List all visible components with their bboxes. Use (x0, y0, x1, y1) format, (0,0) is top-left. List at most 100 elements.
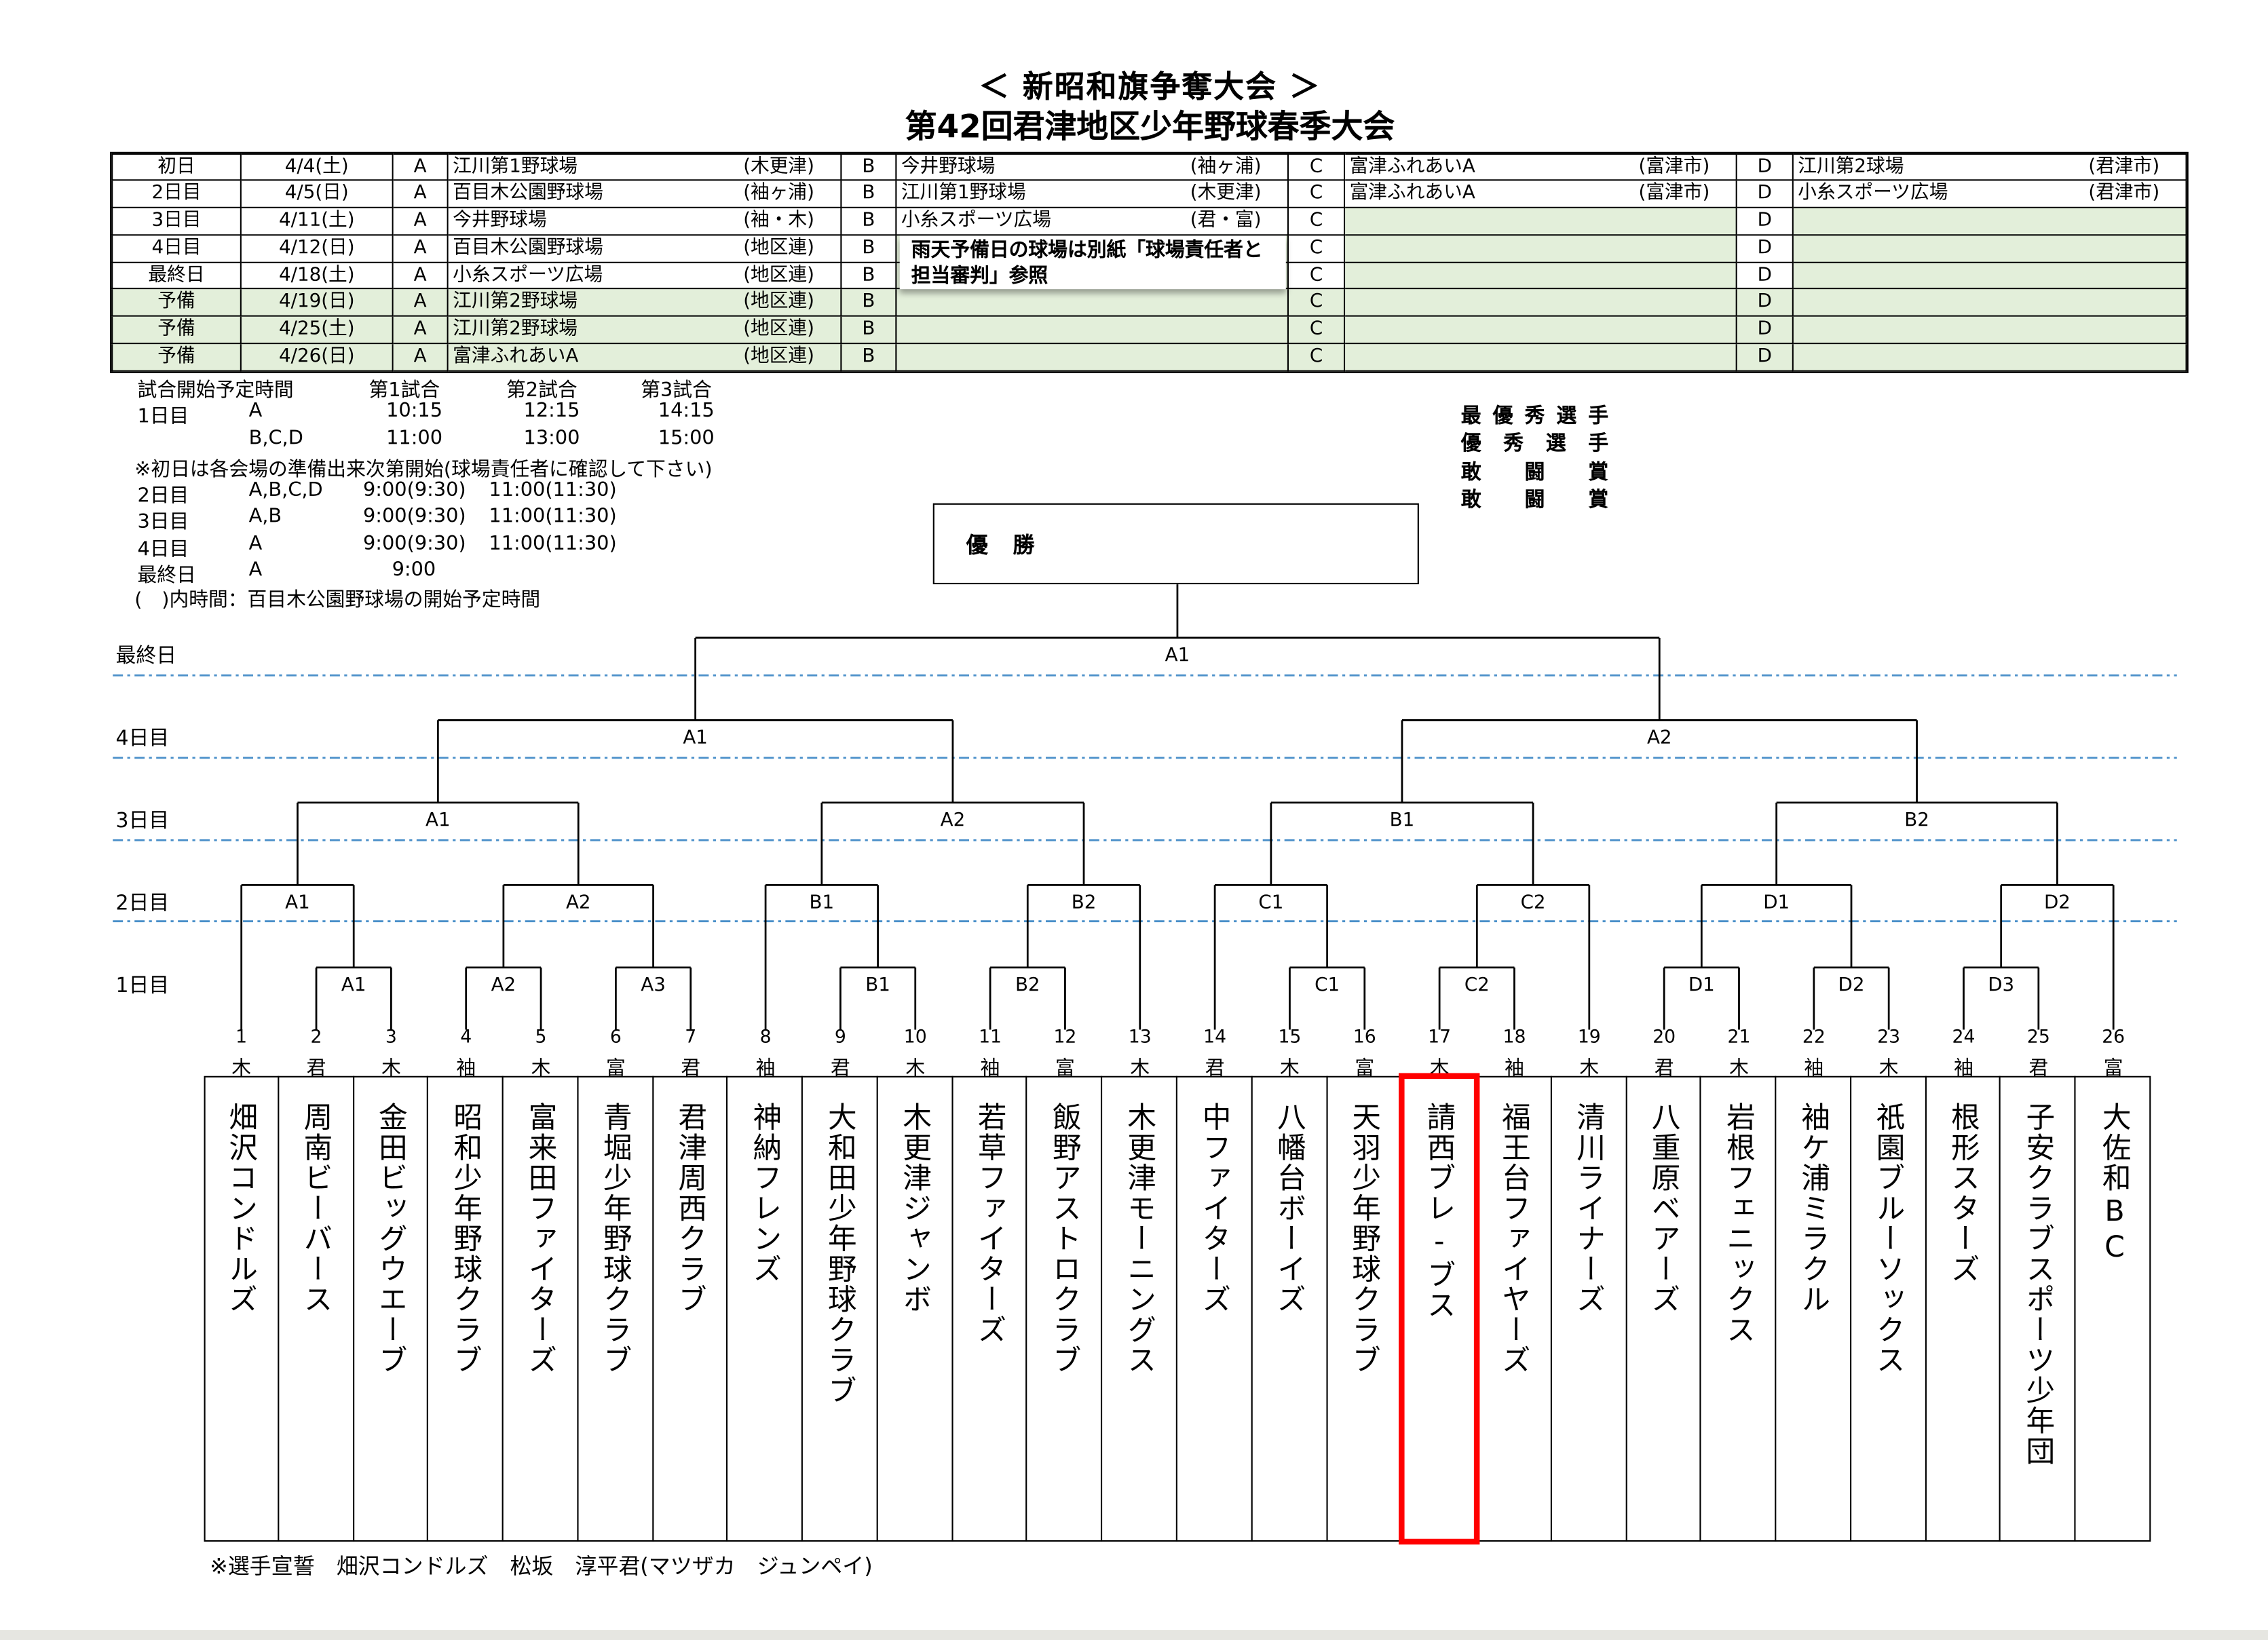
team-column[interactable]: 飯野アストロクラブ (1027, 1075, 1103, 1542)
team-column[interactable]: 清川ライナーズ (1552, 1075, 1627, 1542)
court-letter: B (842, 290, 897, 318)
team-name: 祇園ブルーソックス (1871, 1102, 1906, 1375)
team-column[interactable]: 岩根フェニックス (1701, 1075, 1777, 1542)
venue-row-day: 3日目 (111, 208, 242, 235)
team-column[interactable]: 中ファイターズ (1177, 1075, 1253, 1542)
team-name: 金田ビッグウエーブ (373, 1102, 409, 1375)
team-number: 24 (1952, 1025, 1976, 1048)
court-letter: B (842, 180, 897, 208)
court-letter: D (1737, 153, 1794, 181)
schedule-time: 9:00(9:30) (362, 532, 466, 556)
team-column[interactable]: 青堀少年野球クラブ (578, 1075, 654, 1542)
team-column[interactable]: 大和田少年野球クラブ (803, 1075, 878, 1542)
team-column[interactable]: 木更津ジャンボ (878, 1075, 953, 1542)
team-column[interactable]: 神納フレンズ (728, 1075, 804, 1542)
venue-cell: 百目木公園野球場(袖ヶ浦) (448, 180, 842, 208)
venue-cell (896, 317, 1289, 345)
court-letter: A (393, 208, 449, 235)
team-column[interactable]: 周南ビーバース (279, 1075, 354, 1542)
team-column[interactable]: 昭和少年野球クラブ (429, 1075, 504, 1542)
day-label-day2: 2日目 (115, 892, 170, 916)
team-region: 富 (605, 1057, 626, 1081)
team-column[interactable]: 袖ケ浦ミラクル (1777, 1075, 1851, 1542)
award-mvp: 最優秀選手 (1460, 404, 1610, 428)
team-column[interactable]: 福王台ファイヤーズ (1477, 1075, 1552, 1542)
team-column[interactable]: 木更津モーニングス (1103, 1075, 1177, 1542)
team-column[interactable]: 子安クラブスポーツ少年団 (2001, 1075, 2076, 1542)
team-number: 1 (235, 1025, 248, 1048)
award-outstanding: 優秀選手 (1460, 432, 1610, 456)
team-region: 君 (306, 1057, 326, 1081)
venue-name: 小糸スポーツ広場 (901, 209, 1051, 231)
team-region: 富 (1055, 1057, 1075, 1081)
team-name: 飯野アストロクラブ (1047, 1102, 1082, 1375)
venue-name: 江川第2野球場 (453, 318, 578, 341)
venue-row-day: 最終日 (111, 262, 242, 290)
court-letter: D (1737, 290, 1794, 318)
rain-note: 雨天予備日の球場は別紙「球場責任者と担当審判」参照 (899, 235, 1286, 290)
venue-name: 江川第2野球場 (453, 291, 578, 313)
venue-cell: 小糸スポーツ広場(君・富) (896, 208, 1289, 235)
team-column[interactable]: 大佐和BC (2076, 1076, 2151, 1542)
team-column[interactable]: 根形スターズ (1926, 1075, 2001, 1542)
team-column[interactable]: 若草ファイターズ (953, 1075, 1028, 1542)
team-column[interactable]: 八幡台ボーイズ (1252, 1075, 1327, 1542)
team-number: 11 (979, 1025, 1002, 1048)
team-region: 袖 (755, 1057, 776, 1081)
team-region: 君 (1205, 1057, 1225, 1081)
team-column[interactable]: 祇園ブルーソックス (1851, 1075, 1927, 1542)
court-letter: B (842, 235, 897, 263)
venue-area: (木更津) (743, 156, 814, 178)
venue-row-date: 4/26(日) (241, 344, 394, 372)
team-region: 木 (1579, 1057, 1600, 1081)
schedule-note: ( )内時間：百目木公園野球場の開始予定時間 (134, 588, 541, 612)
schedule-time: 15:00 (658, 426, 715, 450)
venue-cell (896, 290, 1289, 318)
team-name: 清川ライナーズ (1571, 1102, 1607, 1315)
court-letter: B (842, 208, 897, 235)
team-column[interactable]: 金田ビッグウエーブ (354, 1075, 429, 1542)
venue-cell (1345, 262, 1737, 290)
court-letter: A (393, 153, 449, 181)
team-region: 木 (381, 1057, 401, 1081)
venue-table-border (109, 151, 2189, 373)
team-number: 26 (2102, 1025, 2125, 1048)
team-column[interactable]: 八重原ベアーズ (1627, 1075, 1702, 1542)
venue-cell: 百目木公園野球場(地区連) (448, 235, 842, 263)
schedule-time: 12:15 (523, 399, 580, 423)
tournament-title: 第42回君津地区少年野球春季大会 (905, 109, 1395, 147)
day-label-day1: 1日目 (115, 974, 170, 998)
venue-cell (1793, 208, 2187, 235)
venue-cell (1793, 290, 2187, 318)
court-letter: D (1737, 344, 1794, 372)
team-number: 6 (609, 1025, 622, 1048)
venue-area: (君津市) (2088, 182, 2160, 204)
venue-cell (1345, 290, 1737, 318)
team-column[interactable]: 君津周西クラブ (654, 1075, 728, 1542)
venue-area: (袖ヶ浦) (1190, 156, 1262, 178)
venue-cell (1345, 317, 1737, 345)
schedule-time: 9:00(9:30) (362, 504, 466, 528)
team-number: 22 (1802, 1025, 1826, 1048)
court-letter: C (1289, 262, 1346, 290)
team-number: 12 (1053, 1025, 1077, 1048)
match-label: C1 (1258, 891, 1283, 913)
award-fighting-spirit: 敢闘賞 (1460, 461, 1610, 485)
team-region: 君 (2028, 1057, 2049, 1081)
team-column[interactable]: 富来田ファイターズ (504, 1075, 579, 1542)
schedule-courts: A (248, 532, 263, 556)
team-name: 根形スターズ (1946, 1102, 1981, 1284)
team-region: 君 (1654, 1057, 1674, 1081)
team-number: 18 (1502, 1025, 1526, 1048)
team-column[interactable]: 畑沢コンドルズ (204, 1075, 279, 1542)
venue-cell: 今井野球場(袖ヶ浦) (896, 153, 1289, 181)
schedule-day: 最終日 (137, 564, 196, 588)
team-number: 5 (535, 1025, 547, 1048)
court-letter: C (1289, 235, 1346, 263)
schedule-time: 9:00 (392, 558, 436, 581)
team-column[interactable]: 天羽少年野球クラブ (1327, 1075, 1402, 1542)
team-name: 若草ファイターズ (972, 1102, 1008, 1346)
team-region: 木 (1130, 1057, 1150, 1081)
team-name: 富来田ファイターズ (523, 1102, 559, 1375)
